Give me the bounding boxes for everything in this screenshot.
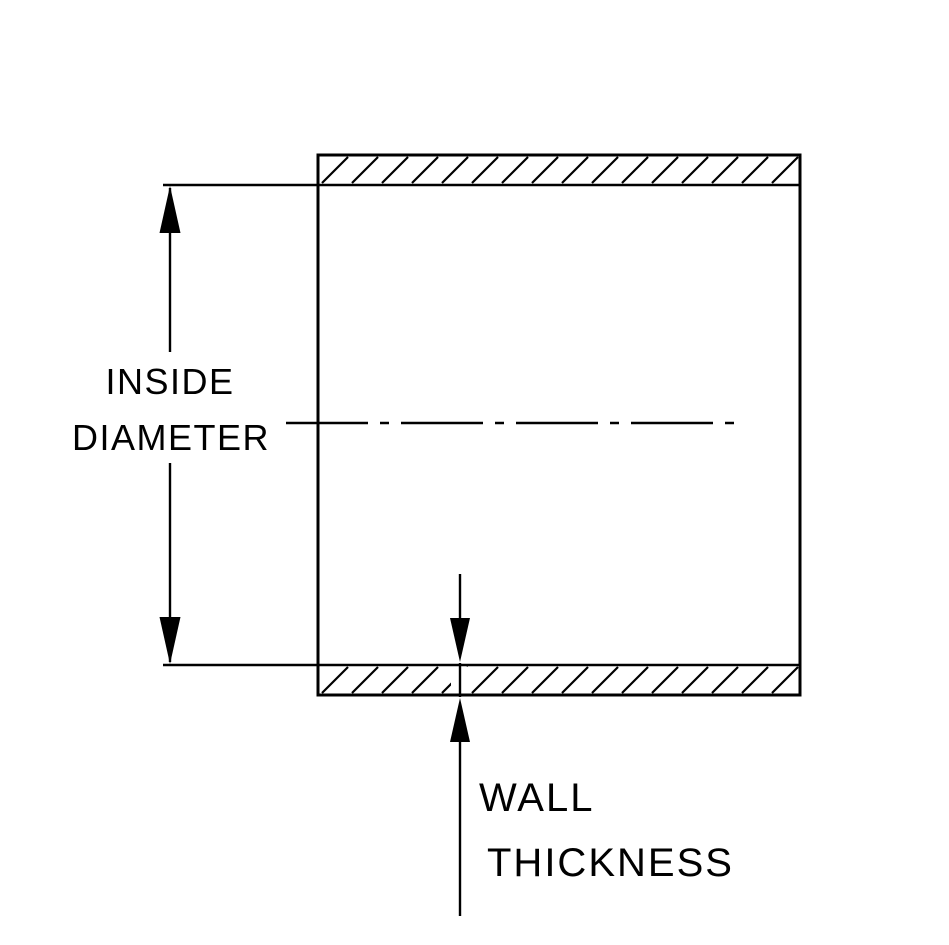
bottom-wall-hatch (321, 666, 799, 694)
inside-diameter-label-line1: INSIDE (105, 361, 235, 402)
wall-thickness-callout (450, 574, 470, 916)
inside-diameter-dimension (159, 186, 181, 664)
tube-outline (316, 153, 802, 697)
inside-diameter-label-line2: DIAMETER (71, 417, 271, 458)
tube-cross-section (163, 153, 802, 697)
wall-thickness-label-line2: THICKNESS (487, 841, 734, 885)
wall-thickness-label-line1: WALL (479, 776, 595, 820)
arrow-down-icon (159, 617, 181, 664)
wall-thickness-arrow-up-icon (450, 698, 470, 742)
arrow-up-icon (159, 186, 181, 233)
wall-thickness-arrow-down-icon (450, 618, 470, 662)
top-wall-hatch (321, 156, 799, 184)
